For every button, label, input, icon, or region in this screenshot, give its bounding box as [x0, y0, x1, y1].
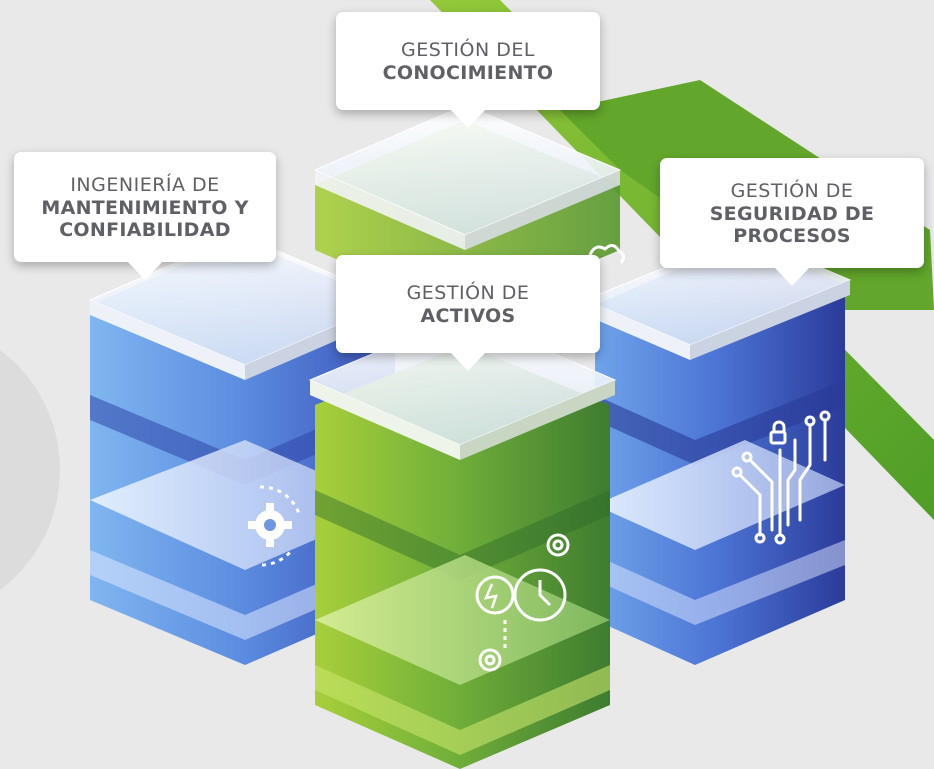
callout-maintenance-line2: MANTENIMIENTO Y CONFIABILIDAD [41, 197, 249, 241]
callout-maintenance: INGENIERÍA DE MANTENIMIENTO Y CONFIABILI… [14, 152, 276, 280]
cube-assets [308, 314, 617, 769]
callout-process-safety: GESTIÓN DE SEGURIDAD DE PROCESOS [660, 158, 924, 286]
callout-knowledge: GESTIÓN DEL CONOCIMIENTO [336, 12, 600, 128]
callout-assets: GESTIÓN DE ACTIVOS [336, 255, 600, 371]
callout-assets-line2: ACTIVOS [420, 305, 516, 327]
callout-assets-line1: GESTIÓN DE [406, 282, 530, 304]
callout-process-safety-line1: GESTIÓN DE [730, 180, 854, 202]
brain-icon [588, 244, 626, 264]
callout-knowledge-line1: GESTIÓN DEL [401, 39, 535, 61]
cube-process-safety [583, 234, 852, 665]
callout-maintenance-line1: INGENIERÍA DE [70, 174, 220, 196]
gear-icon [248, 485, 302, 567]
circuit-lock-icon [731, 410, 831, 545]
callout-process-safety-line2: SEGURIDAD DE PROCESOS [709, 203, 875, 247]
callout-knowledge-line2: CONOCIMIENTO [382, 62, 554, 84]
gears-clock-icon [475, 533, 570, 672]
